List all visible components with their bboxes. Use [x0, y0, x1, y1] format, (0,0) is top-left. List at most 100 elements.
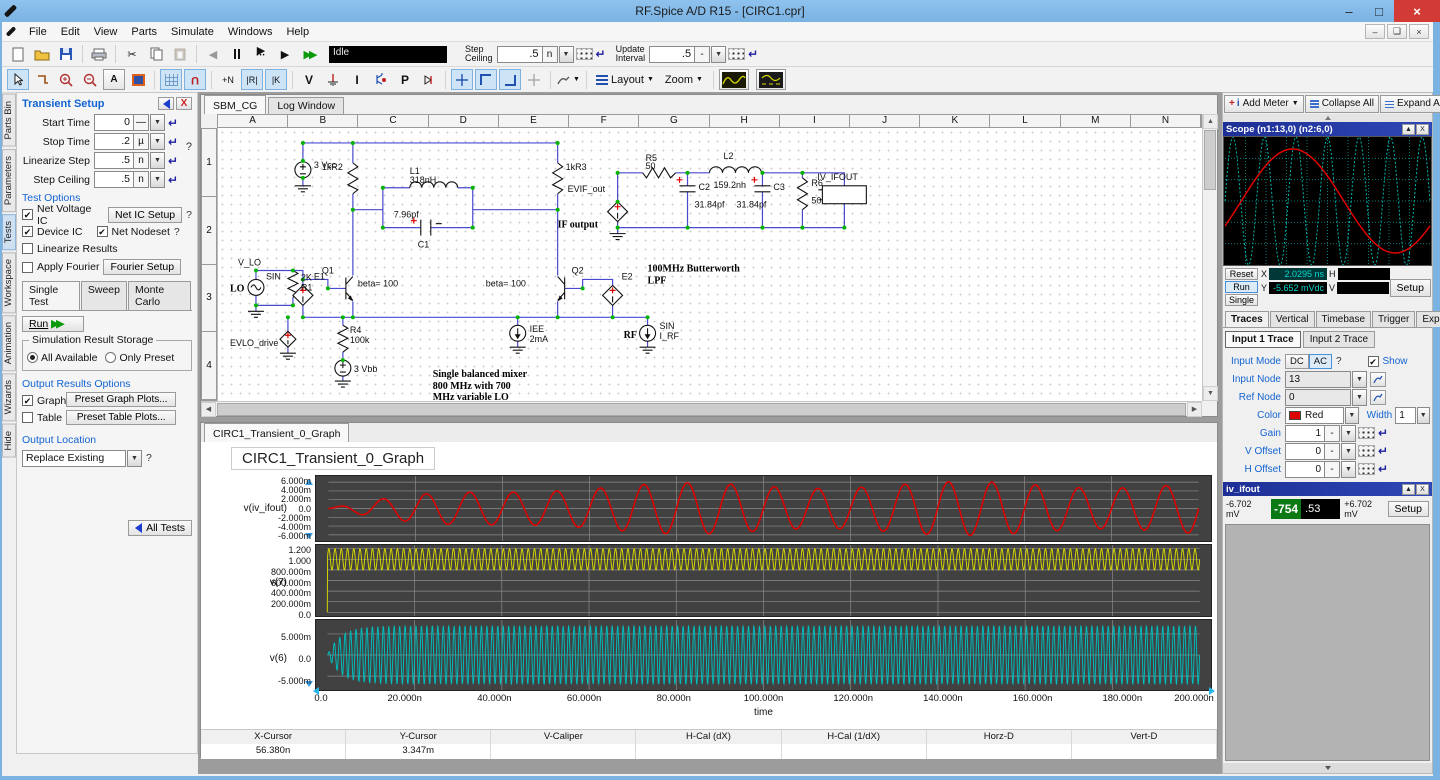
v-offset-apply-icon[interactable]: ↵: [1378, 444, 1388, 458]
fast-run-icon[interactable]: ▶▶: [298, 44, 320, 65]
text-tool-icon[interactable]: A: [103, 69, 125, 90]
device-ic-checkbox[interactable]: ✔: [22, 226, 33, 237]
wire-tool-icon[interactable]: [31, 69, 53, 90]
graph-checkbox[interactable]: ✔: [22, 395, 33, 406]
zoom-dropdown[interactable]: Zoom▼: [660, 69, 708, 90]
color-select[interactable]: Red: [1285, 407, 1344, 424]
field-unit[interactable]: —: [134, 114, 149, 131]
only-preset-radio[interactable]: [105, 352, 116, 363]
field-apply-icon[interactable]: ↵: [168, 116, 178, 130]
scope-close-button[interactable]: X: [1416, 124, 1429, 135]
h-offset-dropdown[interactable]: ▼: [1341, 461, 1356, 478]
update-interval-dropdown[interactable]: ▼: [711, 46, 726, 63]
plot-panel-v(iv_ifout)[interactable]: [315, 475, 1212, 542]
mdi-close-button[interactable]: ×: [1409, 24, 1429, 39]
panel-close-button[interactable]: X: [176, 97, 192, 110]
net-nodeset-checkbox[interactable]: ✔: [97, 226, 108, 237]
plot-area[interactable]: [315, 475, 1212, 693]
h-offset-preset-icon[interactable]: [1358, 463, 1375, 475]
open-file-icon[interactable]: [31, 44, 53, 65]
sidebar-tab-hide[interactable]: Hide: [2, 424, 16, 458]
power-marker-icon[interactable]: P: [394, 69, 416, 90]
play-icon[interactable]: ▶: [274, 44, 296, 65]
zoom-out-icon[interactable]: [79, 69, 101, 90]
sidebar-tab-parts-bin[interactable]: Parts Bin: [2, 94, 16, 147]
zoom-in-icon[interactable]: [55, 69, 77, 90]
grid-toggle-icon[interactable]: [160, 69, 182, 90]
select-tool-icon[interactable]: [7, 69, 29, 90]
run-button[interactable]: Run ▶▶: [22, 316, 84, 332]
menu-windows[interactable]: Windows: [221, 24, 280, 40]
input-node-dropdown[interactable]: ▼: [1352, 371, 1367, 388]
scope-collapse-button[interactable]: ▲: [1402, 124, 1415, 135]
menu-view[interactable]: View: [87, 24, 125, 40]
close-button[interactable]: ×: [1394, 0, 1440, 22]
width-dropdown[interactable]: ▼: [1417, 407, 1430, 424]
meter-close-button[interactable]: X: [1416, 484, 1429, 495]
net-ic-setup-button[interactable]: Net IC Setup: [108, 207, 182, 223]
menu-parts[interactable]: Parts: [124, 24, 164, 40]
step-ceiling-input[interactable]: .5: [497, 46, 543, 63]
field-unit[interactable]: n: [134, 171, 149, 188]
table-checkbox[interactable]: [22, 412, 33, 423]
h-offset-unit[interactable]: -: [1325, 461, 1340, 478]
panel-bottom-strip[interactable]: [1223, 763, 1432, 773]
tab-transient-graph[interactable]: CIRC1_Transient_0_Graph: [204, 423, 349, 442]
ac-button[interactable]: AC: [1309, 354, 1332, 369]
update-interval-unit[interactable]: -: [695, 46, 710, 63]
mdi-restore-button[interactable]: ❏: [1387, 24, 1407, 39]
save-icon[interactable]: [55, 44, 77, 65]
scope-single-button[interactable]: Single: [1225, 294, 1258, 306]
v-offset-unit[interactable]: -: [1325, 443, 1340, 460]
meter-collapse-button[interactable]: ▲: [1402, 484, 1415, 495]
step-ceiling-preset-icon[interactable]: [576, 48, 593, 60]
meter-setup-button[interactable]: Setup: [1388, 501, 1429, 517]
linearize-results-checkbox[interactable]: [22, 243, 33, 254]
help-icon[interactable]: ?: [186, 141, 192, 153]
update-interval-preset-icon[interactable]: [728, 48, 745, 60]
diode-marker-icon[interactable]: [418, 69, 440, 90]
preset-graph-plots-button[interactable]: Preset Graph Plots...: [66, 392, 176, 407]
tab-input-2-trace[interactable]: Input 2 Trace: [1303, 331, 1375, 348]
paste-icon[interactable]: [169, 44, 191, 65]
minimize-button[interactable]: –: [1334, 0, 1364, 22]
probe-dropdown-icon[interactable]: ▼: [556, 69, 581, 90]
scope-tab-traces[interactable]: Traces: [1225, 311, 1269, 327]
expand-all-button[interactable]: Expand All: [1380, 95, 1440, 113]
device-marker-icon[interactable]: [370, 69, 392, 90]
h-offset-apply-icon[interactable]: ↵: [1378, 462, 1388, 476]
step-ceiling-unit[interactable]: n: [543, 46, 558, 63]
plot-panel-v(7)[interactable]: [315, 544, 1212, 617]
field-apply-icon[interactable]: ↵: [168, 154, 178, 168]
crosshair-off-icon[interactable]: [523, 69, 545, 90]
v-offset-input[interactable]: 0: [1285, 443, 1325, 460]
horizontal-scrollbar[interactable]: ◀ ▶: [201, 401, 1202, 416]
scope-run-button[interactable]: Run: [1225, 281, 1258, 293]
output-location-dropdown[interactable]: ▼: [127, 450, 142, 467]
ref-node-select[interactable]: 0: [1285, 389, 1351, 406]
sidebar-tab-wizards[interactable]: Wizards: [2, 373, 16, 421]
scope-window-icon[interactable]: [719, 69, 749, 90]
all-tests-button[interactable]: All Tests: [128, 520, 192, 536]
color-dropdown[interactable]: ▼: [1345, 407, 1358, 424]
scope-tab-timebase[interactable]: Timebase: [1316, 311, 1372, 327]
scope-reset-button[interactable]: Reset: [1225, 268, 1258, 280]
panel-back-button[interactable]: [158, 97, 174, 110]
help-icon[interactable]: ?: [146, 452, 152, 464]
field-apply-icon[interactable]: ↵: [168, 135, 178, 149]
field-input[interactable]: .5: [94, 171, 134, 188]
axis-scroll-icon[interactable]: [1209, 687, 1219, 695]
ref-designator-icon[interactable]: |R|: [241, 69, 263, 90]
ref-node-dropdown[interactable]: ▼: [1352, 389, 1367, 406]
menu-simulate[interactable]: Simulate: [164, 24, 221, 40]
sidebar-tab-parameters[interactable]: Parameters: [2, 149, 16, 212]
node-number-icon[interactable]: +N: [217, 69, 239, 90]
field-input[interactable]: .5: [94, 152, 134, 169]
voltage-testpoint-icon[interactable]: [322, 69, 344, 90]
tab-single-test[interactable]: Single Test: [22, 281, 80, 310]
tab-monte-carlo[interactable]: Monte Carlo: [128, 281, 191, 310]
v-offset-dropdown[interactable]: ▼: [1341, 443, 1356, 460]
step-back-icon[interactable]: ◀: [202, 44, 224, 65]
help-icon[interactable]: ?: [186, 209, 192, 221]
tab-schematic[interactable]: SBM_CG: [204, 95, 266, 114]
